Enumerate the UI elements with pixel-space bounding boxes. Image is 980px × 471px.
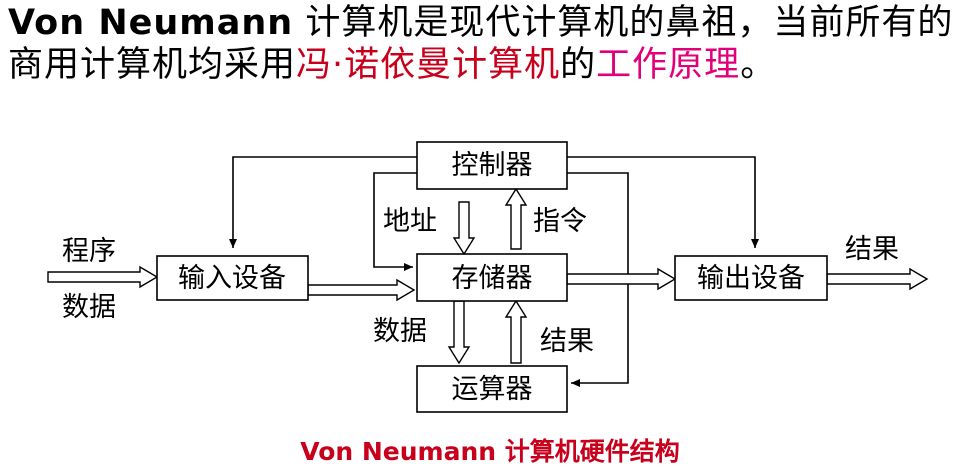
control-line-to-output — [567, 156, 759, 248]
input-device-box: 输入设备 — [156, 255, 309, 301]
data-alu-label: 数据 — [373, 316, 427, 347]
output-device-box: 输出设备 — [674, 255, 828, 301]
intro-paragraph: Von Neumann 计算机是现代计算机的鼻祖，当前所有的商用计算机均采用冯·… — [8, 2, 976, 86]
intro-lead: Von Neumann — [8, 3, 294, 43]
address-label: 地址 — [383, 206, 437, 237]
intro-highlight-principle: 工作原理 — [596, 45, 741, 85]
program-data-input-arrow — [47, 265, 159, 289]
control-line-to-input — [229, 156, 417, 248]
output-result-arrow — [826, 267, 929, 291]
control-line-to-memory — [373, 172, 417, 271]
alu-label: 运算器 — [452, 374, 533, 405]
address-arrow — [452, 201, 476, 256]
output-device-label: 输出设备 — [697, 263, 805, 294]
memory-label: 存储器 — [452, 263, 533, 294]
intro-highlight-von-neumann: 冯·诺依曼计算机 — [296, 45, 561, 85]
diagram-caption: Von Neumann 计算机硬件结构 — [300, 437, 680, 466]
instruction-label: 指令 — [533, 206, 587, 237]
program-label: 程序 — [62, 236, 116, 267]
result-to-memory-arrow — [504, 299, 528, 364]
intro-text-2: 的 — [560, 45, 597, 85]
controller-box: 控制器 — [416, 141, 568, 190]
controller-label: 控制器 — [452, 150, 533, 181]
instruction-arrow — [504, 187, 528, 250]
result-alu-label: 结果 — [540, 326, 594, 357]
memory-to-output-arrow — [566, 267, 677, 291]
data-to-alu-arrow — [447, 300, 471, 365]
intro-text-3: 。 — [740, 45, 777, 85]
alu-box: 运算器 — [416, 365, 568, 413]
result-output-label: 结果 — [845, 234, 899, 265]
input-device-label: 输入设备 — [178, 263, 286, 294]
memory-box: 存储器 — [416, 253, 568, 302]
input-to-memory-arrow — [307, 278, 416, 302]
data-input-label: 数据 — [62, 292, 116, 323]
data-flow-arrows — [47, 187, 929, 365]
intro-text-1: 计算机是现代计算机的鼻祖，当前所有的商用计算机均采用 — [8, 3, 954, 85]
